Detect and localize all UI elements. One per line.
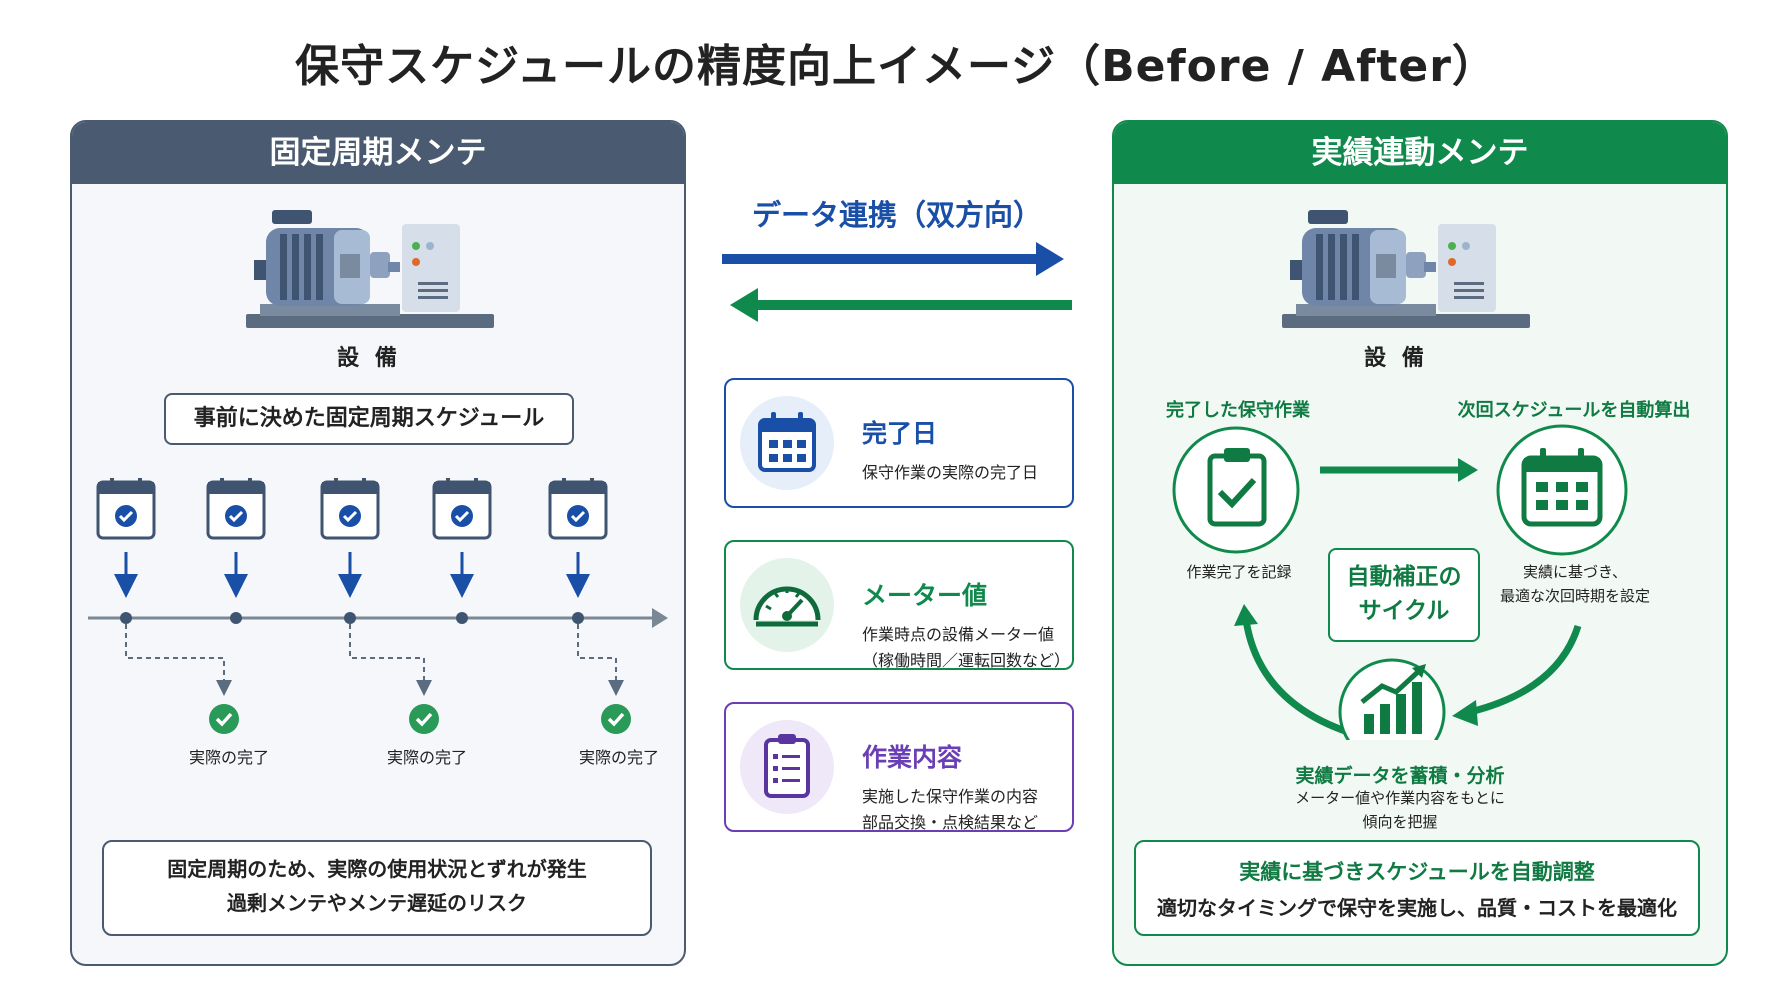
result-line2: 適切なタイミングで保守を実施し、品質・コストを最適化 <box>1157 896 1677 920</box>
calendar-icon <box>1496 424 1628 556</box>
cycle-line2: サイクル <box>1358 598 1450 624</box>
card-title: 完了日 <box>862 419 938 448</box>
result-box: 実績に基づきスケジュールを自動調整 適切なタイミングで保守を実施し、品質・コスト… <box>1134 840 1700 936</box>
analysis-desc: メーター値や作業内容をもとに傾向を把握 <box>1270 786 1530 834</box>
card-title: メーター値 <box>862 581 988 610</box>
card-title: 作業内容 <box>862 743 963 772</box>
actual-completion-label: 実際の完了 <box>386 748 467 767</box>
fixed-schedule-timeline <box>88 478 668 696</box>
actual-completion-label: 実際の完了 <box>188 748 269 767</box>
card-desc: 保守作業の実際の完了日 <box>862 463 1039 482</box>
cycle-line1: 自動補正の <box>1346 564 1462 590</box>
clipboard-list-icon <box>740 720 834 814</box>
next-schedule-desc: 実績に基づき、最適な次回時期を設定 <box>1480 560 1670 608</box>
fixed-risk-line1: 固定周期のため、実際の使用状況とずれが発生 <box>167 857 587 881</box>
next-schedule-title: 次回スケジュールを自動算出 <box>1457 400 1691 421</box>
data-link-title: データ連携（双方向） <box>751 198 1042 232</box>
actual-completion-label: 実際の完了 <box>578 748 659 767</box>
fixed-schedule-label: 事前に決めた固定周期スケジュール <box>164 393 574 445</box>
fixed-maintenance-header: 固定周期メンテ <box>72 122 684 184</box>
card-desc-line1: 作業時点の設備メーター値 <box>862 625 1055 644</box>
calendar-icon <box>740 396 834 490</box>
analysis-desc-line1: メーター値や作業内容をもとに <box>1295 789 1505 807</box>
card-desc-line1: 実施した保守作業の内容 <box>862 787 1039 806</box>
fixed-risk-note: 固定周期のため、実際の使用状況とずれが発生 過剰メンテやメンテ遅延のリスク <box>102 840 652 936</box>
equipment-label: 設 備 <box>1364 346 1428 371</box>
completed-work-title: 完了した保守作業 <box>1166 400 1310 421</box>
bidirectional-arrows <box>722 242 1072 322</box>
analysis-title: 実績データを蓄積・分析 <box>1295 765 1505 787</box>
result-line1: 実績に基づきスケジュールを自動調整 <box>1239 860 1595 884</box>
work-content-card: 作業内容 実施した保守作業の内容部品交換・点検結果など <box>724 702 1074 832</box>
check-circle-icon <box>601 704 631 734</box>
analysis-desc-line2: 傾向を把握 <box>1362 813 1438 831</box>
completion-date-card: 完了日 保守作業の実際の完了日 <box>724 378 1074 508</box>
motor-pump-icon <box>246 210 494 328</box>
check-circle-icon <box>209 704 239 734</box>
next-schedule-desc-line2: 最適な次回時期を設定 <box>1499 587 1650 605</box>
card-desc: 実施した保守作業の内容部品交換・点検結果など <box>862 784 1038 836</box>
fixed-risk-line2: 過剰メンテやメンテ遅延のリスク <box>227 891 527 915</box>
card-desc-line2: 部品交換・点検結果など <box>862 813 1039 832</box>
auto-correction-cycle <box>1172 424 1628 740</box>
equipment-label: 設 備 <box>337 346 401 371</box>
clipboard-check-icon <box>1172 426 1300 554</box>
scheduled-calendar-icon <box>96 478 156 540</box>
card-desc: 作業時点の設備メーター値 （稼働時間／運転回数など） <box>862 622 1070 674</box>
motor-pump-icon <box>1282 210 1530 328</box>
gauge-icon <box>740 558 834 652</box>
card-desc-line2: （稼働時間／運転回数など） <box>862 651 1071 670</box>
completed-work-desc: 作業完了を記録 <box>1186 563 1292 581</box>
next-schedule-desc-line1: 実績に基づき、 <box>1523 563 1627 581</box>
auto-correction-cycle-label: 自動補正の サイクル <box>1328 548 1480 642</box>
meter-value-card: メーター値 作業時点の設備メーター値 （稼働時間／運転回数など） <box>724 540 1074 670</box>
page-title: 保守スケジュールの精度向上イメージ（Before / After） <box>295 41 1497 92</box>
check-circle-icon <box>409 704 439 734</box>
performance-maintenance-header: 実績連動メンテ <box>1114 122 1726 184</box>
growth-chart-icon <box>1338 658 1446 740</box>
